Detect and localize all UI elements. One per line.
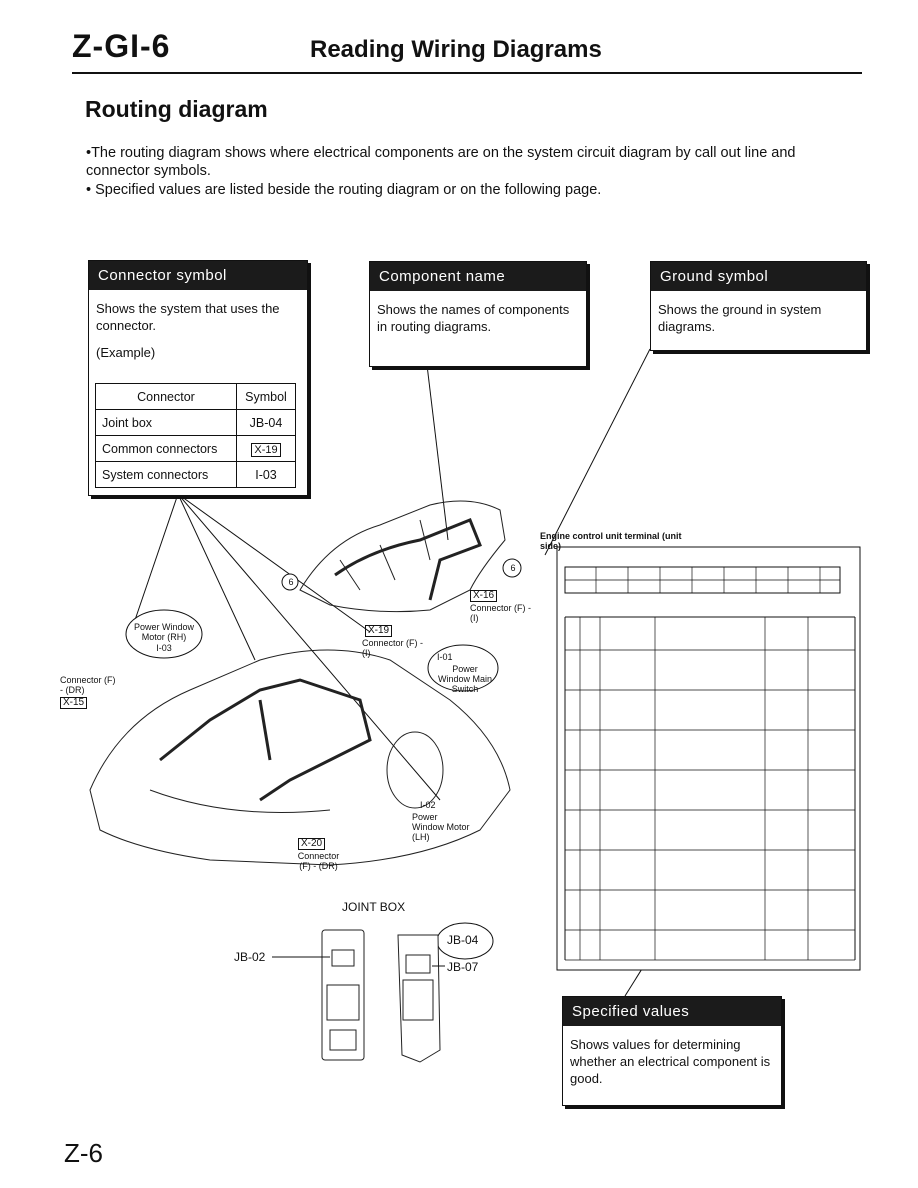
bullet-specified: • Specified values are listed beside the… [86, 182, 602, 198]
ground-6-label-alt: 6 [288, 577, 294, 587]
callout-specified-values: Specified values Shows values for determ… [562, 996, 782, 1106]
connector-x20: X-20 [298, 838, 326, 850]
connector-x15: X-15 [60, 697, 88, 709]
car-lower-outline [89, 649, 511, 866]
table-row: Common connectors X-19 [95, 435, 296, 462]
callout-connector-symbol: Connector symbol Shows the system that u… [88, 260, 308, 496]
callout-text: Shows values for determining whether an … [570, 1037, 771, 1086]
callout-text: Shows the names of components in routing… [377, 302, 570, 334]
callout-title: Component name [370, 262, 586, 291]
example-label: (Example) [96, 345, 156, 360]
joint-box-label: JOINT BOX [342, 900, 406, 914]
col-connector-header: Connector [95, 383, 237, 410]
i02-label: I-02 [420, 800, 436, 810]
connector-cell: Joint box [95, 409, 237, 436]
jb04-label: JB-04 [447, 933, 479, 947]
connector-table: Connector Symbol Joint box JB-04 Common … [95, 383, 296, 488]
callout-title: Specified values [563, 997, 781, 1026]
table-row: Joint box JB-04 [95, 409, 296, 436]
section-title: Routing diagram [85, 96, 268, 122]
table-row: System connectors I-03 [95, 461, 296, 488]
page-code: Z-GI-6 [72, 28, 171, 64]
jb02-label: JB-02 [234, 950, 266, 964]
symbol-cell: JB-04 [236, 409, 296, 436]
page-title: Reading Wiring Diagrams [310, 36, 602, 63]
page-number: Z-6 [64, 1138, 103, 1168]
connector-fdr-label: Connector (F) - (DR) [60, 675, 116, 695]
callout-text: Shows the system that uses the connector… [96, 301, 280, 333]
jb07-label: JB-07 [447, 960, 479, 974]
pw-motor-lh-label: Power Window Motor (LH) [412, 812, 470, 842]
pw-main-switch-label: Power Window Main Switch [437, 664, 493, 694]
col-symbol-header: Symbol [236, 383, 296, 410]
symbol-cell: I-03 [236, 461, 296, 488]
joint-box-drawing [272, 929, 445, 1063]
header-rule [72, 72, 862, 74]
car-upper-outline [299, 500, 506, 613]
connector-cell: Common connectors [95, 435, 237, 462]
callout-lines [134, 348, 661, 997]
i01-label: I-01 [437, 652, 453, 662]
connector-x16-desc: Connector (F) - (I) [470, 603, 532, 623]
callout-bubbles [125, 609, 499, 960]
callout-title: Connector symbol [89, 261, 307, 290]
connector-cell: System connectors [95, 461, 237, 488]
ground-6-label: 6 [510, 563, 516, 573]
connector-x19: X-19 [365, 625, 393, 637]
callout-ground-symbol: Ground symbol Shows the ground in system… [650, 261, 867, 351]
pw-motor-rh-code: I-03 [156, 643, 172, 653]
bullet-routing: •The routing diagram shows where electri… [86, 145, 796, 179]
ground-markers [281, 558, 522, 591]
callout-component-name: Component name Shows the names of compon… [369, 261, 587, 367]
ecu-table-title: Engine control unit terminal (unit side) [540, 531, 682, 551]
connector-x20-desc: Connector (F) - (DR) [297, 851, 340, 871]
symbol-cell: X-19 [251, 442, 281, 457]
connector-x16: X-16 [470, 590, 498, 602]
callout-title: Ground symbol [651, 262, 866, 291]
ecu-terminal-table [556, 546, 861, 971]
callout-text: Shows the ground in system diagrams. [658, 302, 822, 334]
pw-motor-rh-label: Power Window Motor (RH) [133, 622, 195, 642]
connector-x19-desc: Connector (F) - (I) [362, 638, 424, 658]
